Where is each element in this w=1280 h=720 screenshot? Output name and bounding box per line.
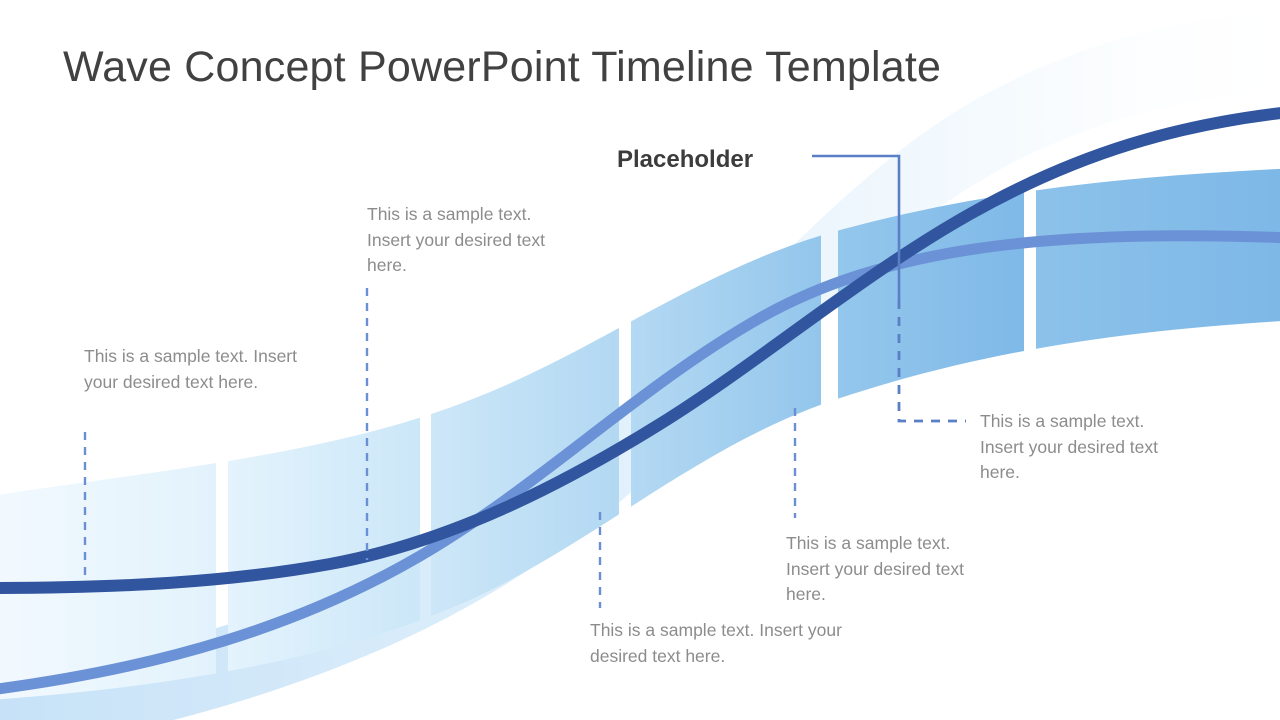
milestone-leaders (83, 288, 797, 608)
milestone-note-4: This is a sample text. Insert your desir… (786, 533, 964, 605)
milestone-note-2: This is a sample text. Insert your desir… (367, 204, 545, 276)
milestone-note-1: This is a sample text. Insert your desir… (84, 346, 297, 392)
dark-wave-curve (0, 107, 1280, 594)
placeholder-label: Placeholder (617, 146, 754, 173)
top-ribbon (0, 12, 1280, 720)
milestone-note-5: This is a sample text. Insert your desir… (980, 411, 1158, 483)
page-title: Wave Concept PowerPoint Timeline Templat… (63, 43, 942, 91)
milestone-note-3: This is a sample text. Insert your desir… (590, 620, 842, 666)
light-wave-curve (0, 230, 1280, 695)
placeholder-connector (812, 154, 966, 423)
